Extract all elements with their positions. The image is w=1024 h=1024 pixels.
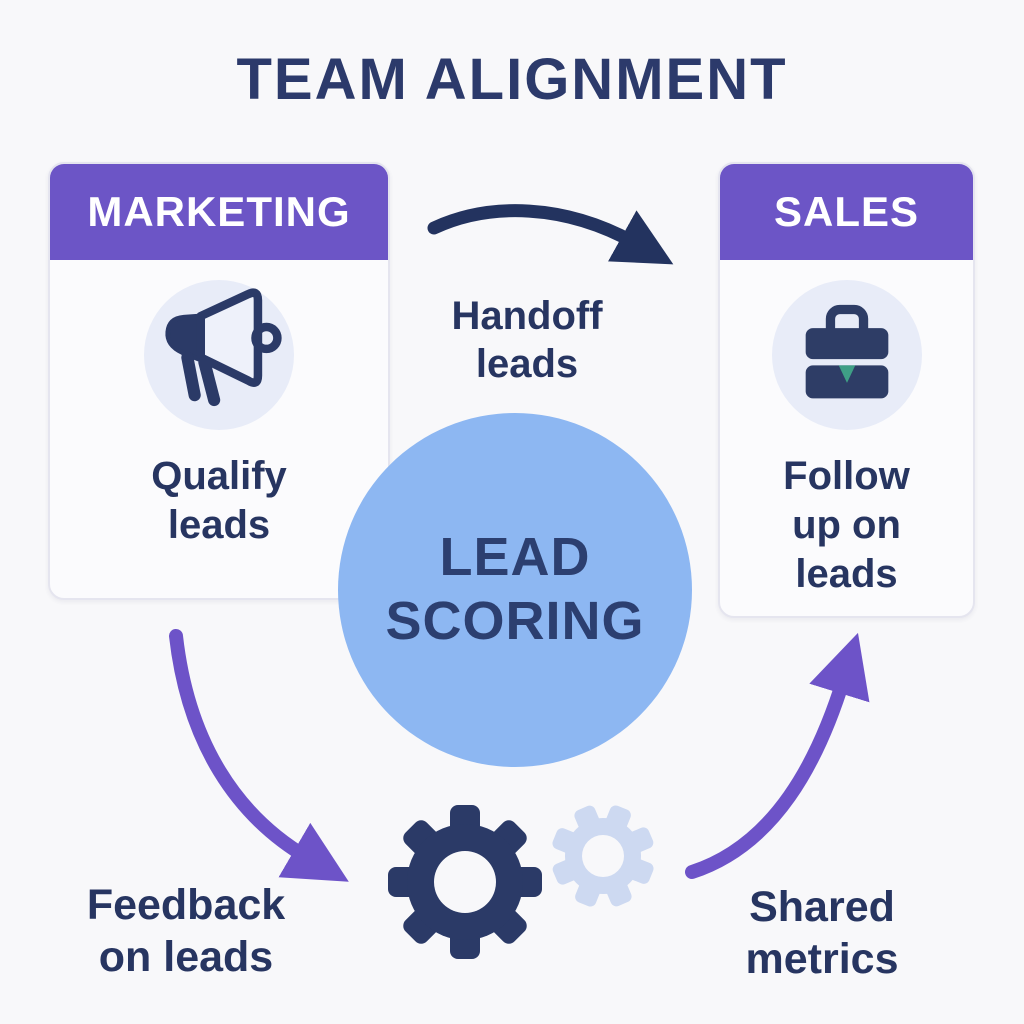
- sales-card-label: Follow up on leads: [783, 454, 910, 596]
- handoff-arrow-icon: [427, 204, 674, 265]
- sales-card-header: SALES: [720, 164, 973, 260]
- megaphone-icon: [165, 288, 282, 407]
- lead-scoring-circle: LEAD SCORING: [338, 413, 692, 767]
- sales-icon-circle: [771, 280, 922, 430]
- handoff-leads-label: Handoff leads: [451, 294, 603, 386]
- marketing-card-header: MARKETING: [50, 164, 388, 260]
- marketing-card-label: Qualify leads: [151, 454, 287, 547]
- gear-light-icon: [552, 805, 654, 907]
- sales-card: SALES Follow up on leads: [718, 162, 975, 618]
- page-title: TEAM ALIGNMENT: [236, 47, 788, 112]
- marketing-card: MARKETING Qualify leads: [48, 162, 390, 600]
- shared-metrics-arrow-icon: [685, 632, 870, 879]
- feedback-arrow-icon: [169, 629, 349, 882]
- feedback-on-leads-label: Feedback on leads: [86, 881, 286, 981]
- marketing-icon-circle: [144, 280, 294, 430]
- gear-dark-icon: [388, 805, 542, 959]
- shared-metrics-label: Shared metrics: [745, 883, 899, 983]
- briefcase-icon: [805, 304, 888, 399]
